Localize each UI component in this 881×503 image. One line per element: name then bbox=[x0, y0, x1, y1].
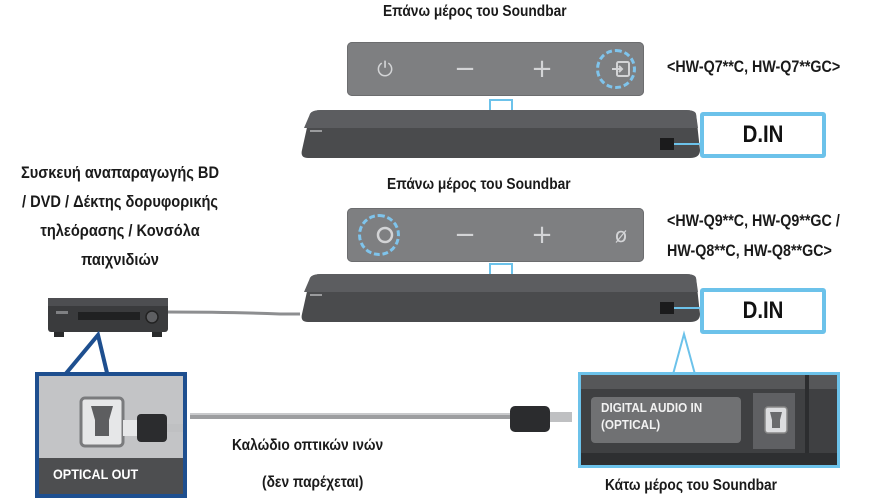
source-device-label-line4: παιχνιδιών bbox=[81, 250, 159, 269]
volume-up-button-2[interactable]: + bbox=[522, 208, 562, 262]
optical-cable bbox=[190, 406, 572, 432]
top-control-panel: ⏻ − + bbox=[347, 42, 644, 96]
soundbar-bottom-caption: Κάτω μέρος του Soundbar bbox=[605, 477, 778, 494]
input-button-highlight bbox=[596, 49, 636, 89]
volume-down-button[interactable]: − bbox=[445, 42, 485, 96]
middle-model-text-line1: <HW-Q9**C, HW-Q9**GC / bbox=[667, 211, 840, 230]
power-icon: ⏻ bbox=[377, 57, 393, 81]
minus-icon: − bbox=[454, 220, 476, 250]
cable-label-line2: (δεν παρέχεται) bbox=[262, 474, 364, 491]
middle-model-text-line2: HW-Q8**C, HW-Q8**GC> bbox=[667, 241, 832, 260]
source-device-label-line1: Συσκευή αναπαραγωγής BD bbox=[20, 163, 220, 182]
bd-player-device bbox=[48, 298, 300, 337]
middle-panel-caption: Επάνω μέρος του Soundbar bbox=[387, 176, 571, 193]
power-button[interactable]: ⏻ bbox=[365, 42, 405, 96]
plus-icon: + bbox=[531, 220, 553, 250]
plus-icon: + bbox=[531, 54, 553, 84]
top-din-label: D.IN bbox=[700, 112, 826, 158]
digital-audio-in-label-line1: DIGITAL AUDIO IN bbox=[601, 400, 703, 415]
top-model-text: <HW-Q7**C, HW-Q7**GC> bbox=[667, 57, 841, 76]
source-device-label-line3: τηλεόρασης / Κονσόλα bbox=[40, 221, 200, 240]
minus-icon: − bbox=[454, 54, 476, 84]
digital-audio-in-label-line2: (OPTICAL) bbox=[601, 417, 661, 432]
soundbar-bottom-callout bbox=[671, 330, 697, 379]
cable-label-line1: Καλώδιο οπτικών ινών bbox=[232, 437, 384, 454]
volume-up-button[interactable]: + bbox=[522, 42, 562, 96]
source-device-label-line2: / DVD / Δέκτης δορυφορικής bbox=[21, 192, 219, 211]
optical-out-callout bbox=[61, 330, 110, 378]
optical-out-inset: OPTICAL OUT bbox=[35, 372, 187, 498]
top-soundbar bbox=[301, 99, 700, 158]
optical-out-label: OPTICAL OUT bbox=[53, 466, 139, 482]
multifunction-button-highlight bbox=[358, 214, 400, 256]
volume-down-button-2[interactable]: − bbox=[445, 208, 485, 262]
middle-din-label: D.IN bbox=[700, 288, 826, 334]
middle-soundbar bbox=[301, 263, 700, 322]
top-panel-caption: Επάνω μέρος του Soundbar bbox=[383, 3, 567, 20]
mic-off-button[interactable]: ø bbox=[601, 208, 641, 262]
source-device-label: Συσκευή αναπαραγωγής BD / DVD / Δέκτης δ… bbox=[0, 158, 240, 274]
soundbar-bottom-inset: DIGITAL AUDIO IN (OPTICAL) bbox=[578, 372, 840, 468]
mic-off-icon: ø bbox=[614, 223, 628, 247]
